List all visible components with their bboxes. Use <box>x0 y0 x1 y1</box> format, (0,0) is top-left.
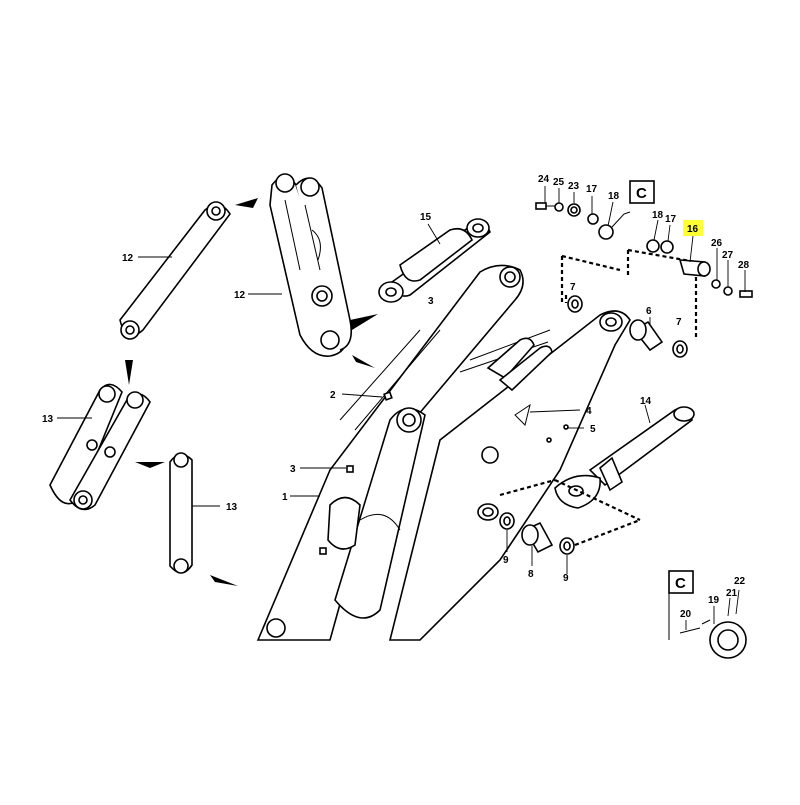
link-13-straight <box>169 452 220 574</box>
label-17b[interactable]: 17 <box>665 214 677 225</box>
label-3a[interactable]: 3 <box>428 296 434 307</box>
label-3b[interactable]: 3 <box>290 464 296 475</box>
label-15[interactable]: 15 <box>420 212 432 223</box>
label-5[interactable]: 5 <box>590 424 596 435</box>
label-26[interactable]: 26 <box>711 238 723 249</box>
label-19[interactable]: 19 <box>708 595 720 606</box>
label-25[interactable]: 25 <box>553 177 565 188</box>
label-13a[interactable]: 13 <box>42 414 54 425</box>
label-4[interactable]: 4 <box>586 406 592 417</box>
boom-frame-right <box>388 310 631 641</box>
label-1[interactable]: 1 <box>282 492 288 503</box>
label-18b[interactable]: 18 <box>652 210 664 221</box>
label-6[interactable]: 6 <box>646 306 652 317</box>
label-17a[interactable]: 17 <box>586 184 598 195</box>
pin-group-6-7 <box>560 248 698 358</box>
part-labels: 1 2 3 3 4 5 6 7 7 8 9 9 12 12 13 13 14 1… <box>42 174 750 620</box>
arrow-markers <box>125 198 378 586</box>
label-14[interactable]: 14 <box>640 396 652 407</box>
link-13-double <box>49 383 151 511</box>
hardware-group <box>535 186 753 298</box>
label-22[interactable]: 22 <box>734 576 746 587</box>
label-9b[interactable]: 9 <box>563 573 569 584</box>
label-28[interactable]: 28 <box>738 260 750 271</box>
label-13b[interactable]: 13 <box>226 502 238 513</box>
label-9a[interactable]: 9 <box>503 555 509 566</box>
label-27[interactable]: 27 <box>722 250 734 261</box>
pin-group-8-9 <box>499 478 641 574</box>
inset-c-detail <box>668 570 747 659</box>
label-8[interactable]: 8 <box>528 569 534 580</box>
label-7b[interactable]: 7 <box>676 317 682 328</box>
tilt-lever <box>327 407 426 619</box>
label-18a[interactable]: 18 <box>608 191 620 202</box>
label-24[interactable]: 24 <box>538 174 550 185</box>
label-16[interactable]: 16 <box>687 224 699 235</box>
boom-1 <box>256 264 524 641</box>
highlight-16 <box>683 220 703 236</box>
label-2[interactable]: 2 <box>330 390 336 401</box>
label-12a[interactable]: 12 <box>122 253 134 264</box>
cylinder-14 <box>554 404 695 509</box>
callout-c-bottom-label[interactable]: C <box>675 575 686 592</box>
label-12b[interactable]: 12 <box>234 290 246 301</box>
label-21[interactable]: 21 <box>726 588 738 599</box>
callout-c-top-label[interactable]: C <box>636 185 647 202</box>
link-12-upper <box>119 201 231 340</box>
bracket-4-5 <box>486 337 584 443</box>
cylinder-15 <box>378 218 491 303</box>
callout-c-top <box>629 180 655 204</box>
label-7a[interactable]: 7 <box>570 282 576 293</box>
label-23[interactable]: 23 <box>568 181 580 192</box>
label-20[interactable]: 20 <box>680 609 692 620</box>
rocker-12 <box>248 173 353 357</box>
